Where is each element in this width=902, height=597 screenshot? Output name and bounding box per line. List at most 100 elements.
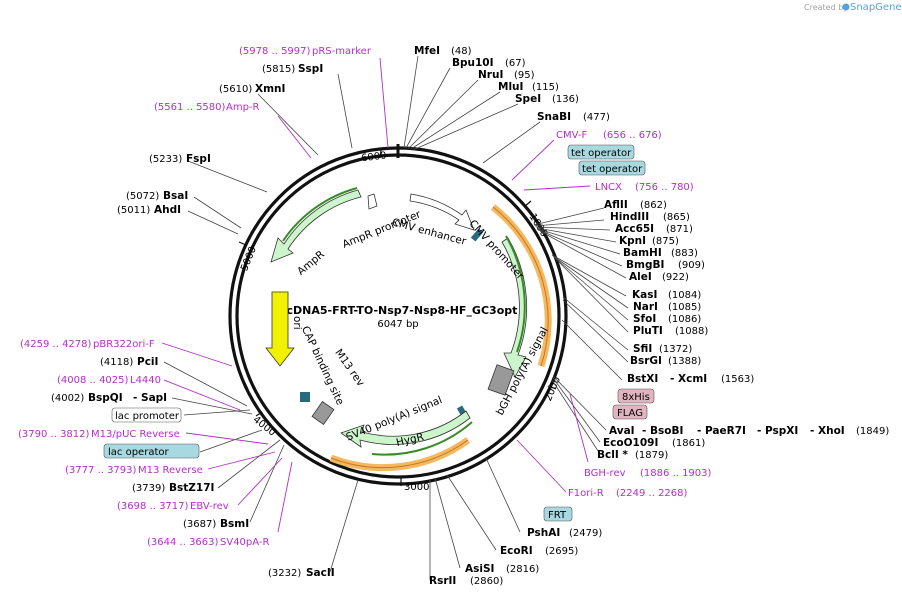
enzyme-sacii: SacII [306, 567, 335, 579]
primer-ebvrev: EBV-rev [190, 501, 229, 512]
enzyme-aflii-pos: (862) [640, 200, 667, 211]
primer-lncx: LNCX [595, 182, 622, 193]
enzyme-spei-pos: (136) [552, 94, 579, 105]
enzyme-sfii-pos: (1372) [659, 344, 692, 355]
lac-promoter-box [111, 407, 182, 423]
frt-label: FRT [548, 510, 567, 521]
tick-4000 [255, 411, 263, 417]
tick-2000 [547, 385, 557, 390]
enzyme-xcmi: - XcmI [670, 373, 707, 385]
enzyme-bspqi: BspQI [88, 392, 123, 404]
enzyme-phsai: PshAI [527, 527, 560, 539]
enzyme-bmgbi: BmgBI [626, 259, 664, 271]
enzyme-ecori: EcoRI [500, 545, 533, 557]
primer-pbr322ori-pos: (4259 .. 4278) [20, 339, 92, 350]
enzyme-acc65i-pos: (871) [666, 224, 693, 235]
enzyme-bsrgi: BsrGI [630, 355, 662, 367]
enzyme-mfei: MfeI [414, 45, 440, 57]
enzyme-sacii-pos: (3232) [268, 568, 301, 579]
enzyme-spei: SpeI [515, 93, 541, 105]
enzyme-bcli-pos: (1879) [635, 450, 668, 461]
ampr-arrow [270, 189, 362, 263]
enzyme-kpni: KpnI [619, 235, 646, 247]
enzyme-pspxi: - PspXI [757, 425, 798, 437]
enzyme-mlui-pos: (115) [532, 82, 559, 93]
enzyme-bamhi: BamHI [623, 247, 662, 259]
primer-pbr322ori: pBR322ori-F [93, 339, 155, 350]
primer-m13puc: M13/pUC Reverse [91, 429, 180, 440]
his-tag-box [617, 388, 655, 404]
his-tag-label: 8xHis [622, 392, 650, 403]
enzyme-rsrii: RsrII [429, 575, 456, 587]
enzyme-fspi: FspI [186, 153, 211, 165]
enzyme-snabi: SnaBI [537, 111, 571, 123]
primer-prs-marker-pos: (5978 .. 5997) [239, 46, 311, 57]
flag-tag-label: FLAG [617, 408, 643, 419]
enzyme-bstz17i-pos: (3739) [132, 483, 165, 494]
enzyme-bstz17i: BstZ17I [169, 482, 214, 494]
enzyme-sspi: SspI [298, 63, 323, 75]
primer-leader-lines [161, 57, 591, 533]
primer-f1ori-r: F1ori-R [568, 488, 604, 499]
enzyme-rsrii-pos: (2860) [470, 576, 503, 587]
enzyme-bsai-pos: (5072) [126, 191, 159, 202]
enzyme-ahdi-pos: (5011) [117, 205, 150, 216]
enzyme-kasi-pos: (1084) [668, 290, 701, 301]
enzyme-bsobi: - BsoBI [642, 425, 683, 437]
enzyme-xhoi-pos: (1849) [856, 426, 889, 437]
hygr-orf-line [371, 421, 473, 456]
enzyme-bsai: BsaI [163, 190, 188, 202]
enzyme-ecoo109i-pos: (1861) [672, 438, 705, 449]
enzyme-xmni: XmnI [255, 83, 285, 95]
enzyme-bamhi-pos: (883) [671, 248, 698, 259]
primer-ebvrev-pos: (3698 .. 3717) [117, 501, 189, 512]
map-length: 6047 bp [377, 319, 418, 330]
tick-label-3000: 3000 [404, 482, 429, 493]
enzyme-alei: AleI [629, 271, 652, 283]
enzyme-pluti-pos: (1088) [675, 326, 708, 337]
hygr-label: HygR [395, 431, 425, 449]
snapgene-logo-text: SnapGene [850, 2, 902, 13]
tick-1000 [523, 200, 532, 208]
primer-amp-r-pos: (5561 .. 5580) [154, 102, 226, 113]
frt-box [543, 506, 573, 522]
enzyme-avai: AvaI [609, 425, 635, 437]
primer-l4440-pos: (4008 .. 4025) [57, 375, 129, 386]
primer-sv40pa-pos: (3644 .. 3663) [147, 537, 219, 548]
cmv-promoter-marker [470, 228, 484, 242]
enzyme-kpni-pos: (875) [652, 236, 679, 247]
created-by-text: Created by [804, 3, 848, 12]
lac-operator-box [103, 443, 200, 459]
enzyme-fspi-pos: (5233) [149, 154, 182, 165]
enzyme-phsai-pos: (2479) [569, 528, 602, 539]
lac-promoter-label: lac promoter [115, 411, 180, 422]
primer-bgh-rev: BGH-rev [584, 468, 626, 479]
orange-band-bottom-line [330, 439, 469, 469]
primer-lncx-pos: (756 .. 780) [635, 182, 694, 193]
enzyme-bsrgi-pos: (1388) [668, 356, 701, 367]
primer-m13rev-pos: (3777 .. 3793) [65, 465, 137, 476]
cmv-enhancer-label: CMV enhancer [391, 216, 468, 248]
enzyme-hindiii-pos: (865) [663, 212, 690, 223]
hygr-arrow [340, 410, 471, 448]
enzyme-aflii: AflII [604, 199, 628, 211]
enzyme-sfoi: SfoI [633, 313, 656, 325]
enzyme-bstxi: BstXI [627, 373, 658, 385]
orange-band-right-line [492, 206, 549, 367]
enzyme-ecori-pos: (2695) [545, 546, 578, 557]
enzyme-alei-pos: (922) [662, 272, 689, 283]
tet-operator-2-label: tet operator [582, 164, 643, 175]
enzyme-asisi-pos: (2816) [506, 564, 539, 575]
enzyme-bsmi-pos: (3687) [183, 519, 216, 530]
enzyme-mlui: MluI [498, 81, 523, 93]
enzyme-snabi-pos: (477) [583, 112, 610, 123]
enzyme-mfei-pos: (48) [451, 46, 472, 57]
primer-prs-marker: pRS-marker [312, 46, 372, 57]
tick-label-6000: 6000 [361, 150, 388, 164]
enzyme-ecoo109i: EcoO109I [603, 437, 658, 449]
enzyme-acc65i: Acc65I [615, 223, 654, 235]
snapgene-logo-icon [842, 3, 850, 11]
enzyme-kasi: KasI [632, 289, 657, 301]
primer-bgh-rev-pos: (1886 .. 1903) [640, 468, 712, 479]
